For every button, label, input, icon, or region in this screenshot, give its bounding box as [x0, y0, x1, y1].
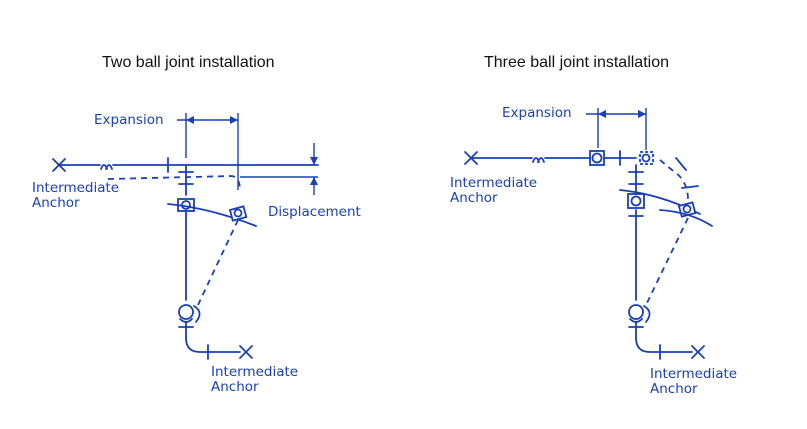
vertical-pipe — [628, 164, 693, 360]
tick-mark — [675, 157, 687, 171]
anchor-top-label-line1: Intermediate — [450, 175, 537, 191]
rotated-pipe-dashed — [645, 217, 689, 306]
expansion-dimension — [177, 113, 239, 190]
ball-joint-middle-icon — [627, 193, 645, 209]
tick-mark — [681, 185, 699, 189]
anchor-bottom-x-icon — [691, 345, 705, 359]
horizontal-pipe — [58, 157, 319, 173]
ball-joint-top-displaced-icon — [639, 151, 654, 165]
expansion-label: Expansion — [94, 112, 164, 128]
displaced-pipe-dashed — [659, 159, 689, 201]
swing-arc-lower — [659, 209, 713, 227]
ball-joint-lower-icon — [628, 304, 651, 323]
three-ball-joint-diagram: Expansion — [450, 105, 737, 397]
ball-joint-top-icon — [589, 150, 605, 166]
displacement-label: Displacement — [268, 204, 361, 220]
two-ball-joint-title: Two ball joint installation — [102, 54, 275, 71]
anchor-bottom-x-icon — [239, 345, 253, 359]
expansion-dimension — [586, 108, 647, 150]
expansion-label: Expansion — [502, 105, 572, 121]
horizontal-pipe — [470, 150, 637, 166]
vertical-pipe — [178, 164, 241, 360]
ball-joint-displaced-icon — [228, 205, 248, 222]
anchor-top-label-line2: Anchor — [32, 195, 80, 211]
rotated-pipe-dashed — [197, 219, 239, 306]
ball-joint-lower-icon — [178, 304, 201, 323]
two-ball-joint-diagram: Expansion Displacement — [32, 112, 361, 395]
displacement-dimension — [310, 143, 318, 195]
anchor-top-label-line2: Anchor — [450, 190, 498, 206]
ball-joint-upper-icon — [177, 198, 195, 212]
three-ball-joint-title: Three ball joint installation — [484, 54, 669, 71]
anchor-bottom-label-line2: Anchor — [650, 381, 698, 397]
anchor-bottom-label-line1: Intermediate — [211, 364, 298, 380]
anchor-top-label-line1: Intermediate — [32, 180, 119, 196]
displaced-pipe-dashed — [107, 175, 241, 191]
anchor-bottom-label-line1: Intermediate — [650, 366, 737, 382]
anchor-bottom-label-line2: Anchor — [211, 379, 259, 395]
swing-arc-upper — [167, 203, 257, 227]
